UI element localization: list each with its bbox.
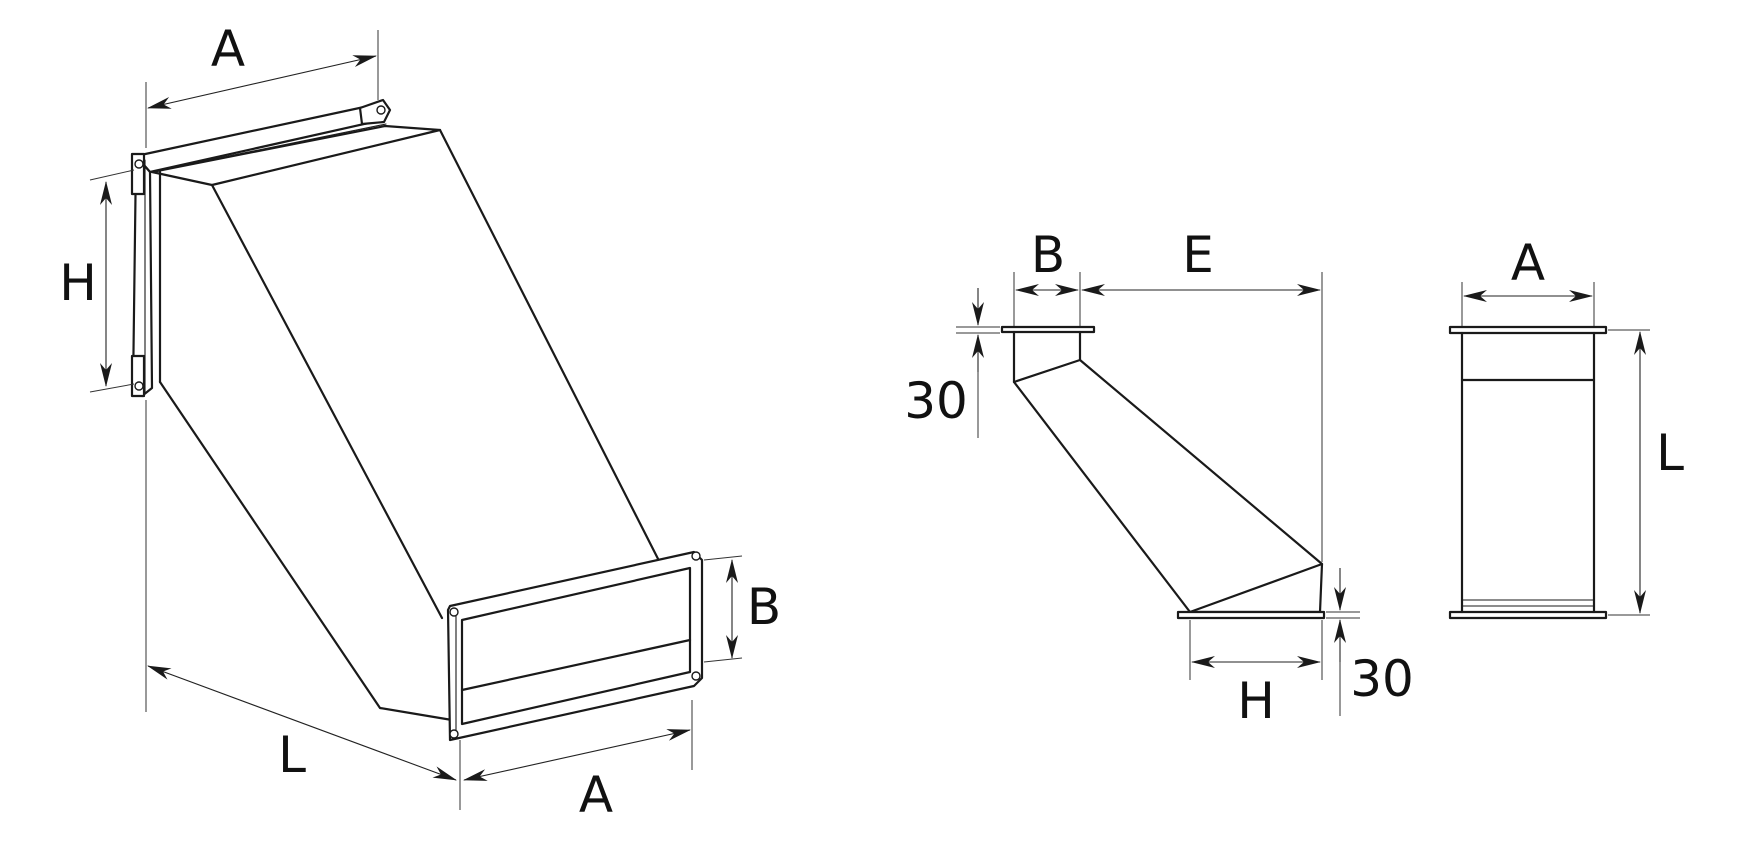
iso-outlet-flange: [446, 550, 704, 742]
side-label-bottom-flange: 30: [1350, 650, 1414, 708]
side-dim-bottom-flange: 30: [1326, 568, 1414, 716]
iso-label-length: L: [278, 726, 306, 784]
iso-bolt-hole: [134, 159, 144, 169]
front-label-length: L: [1656, 424, 1684, 482]
front-dim-length: L: [1608, 329, 1684, 616]
front-dim-width: A: [1461, 234, 1595, 326]
iso-dim-length: L: [145, 400, 457, 784]
iso-bolt-hole: [449, 607, 459, 617]
iso-bolt-hole: [449, 729, 459, 739]
iso-label-top-width: A: [211, 20, 245, 78]
front-label-width: A: [1511, 234, 1545, 292]
iso-bolt-hole: [691, 551, 701, 561]
side-label-inlet-width: B: [1031, 226, 1065, 284]
side-label-top-flange: 30: [904, 372, 968, 430]
side-duct-body: [1000, 325, 1326, 620]
side-label-outlet-height: H: [1237, 672, 1275, 730]
iso-bolt-hole: [691, 671, 701, 681]
front-view: A L: [1448, 234, 1684, 620]
iso-dim-height: H: [59, 169, 135, 393]
side-dim-offset: E: [1081, 226, 1323, 562]
iso-label-bottom-width: A: [579, 766, 613, 824]
iso-dim-top-width: A: [145, 20, 379, 148]
side-dim-inlet-width: B: [1013, 226, 1081, 326]
iso-top-flange: [130, 98, 392, 398]
iso-bolt-hole: [376, 105, 386, 115]
side-dim-outlet-height: H: [1189, 620, 1323, 730]
iso-bolt-hole: [134, 381, 144, 391]
iso-label-outlet-height: B: [747, 578, 781, 636]
side-dim-top-flange: 30: [904, 288, 1000, 438]
isometric-view: A H L A B: [59, 20, 781, 824]
iso-label-height: H: [59, 254, 97, 312]
side-label-offset: E: [1182, 226, 1214, 284]
side-view: B E 30 30: [904, 226, 1414, 730]
front-duct-body: [1448, 325, 1608, 620]
iso-dim-outlet-height: B: [703, 555, 781, 663]
iso-dim-bottom-width: A: [459, 700, 693, 824]
